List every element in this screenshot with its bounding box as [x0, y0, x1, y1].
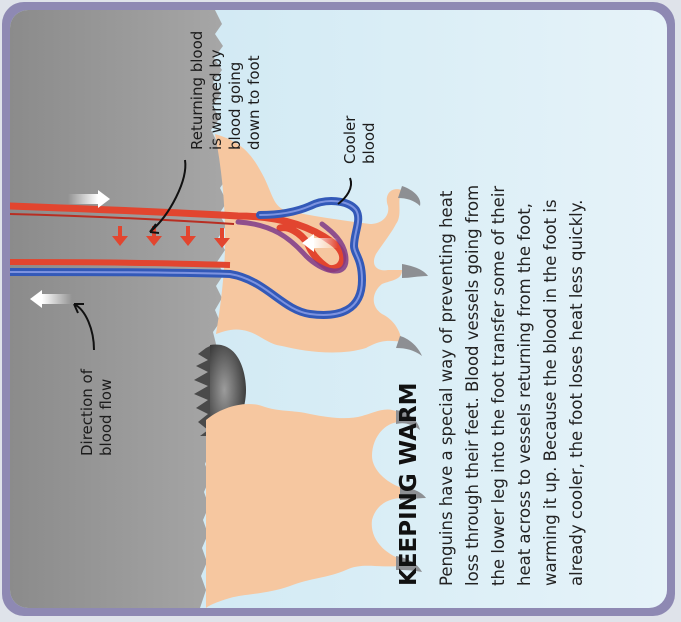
- claw-2: [402, 264, 428, 278]
- label-cooler-blood: Cooler blood: [341, 115, 378, 164]
- label-cooler-line-2: blood: [360, 122, 378, 164]
- label-direction-blood-flow: Direction of blood flow: [78, 368, 115, 456]
- claw-3: [396, 336, 422, 356]
- body-line-5: warming it up. Because the blood in the …: [541, 199, 560, 586]
- artery-outer-line: [10, 262, 230, 265]
- foot-lower: [206, 404, 402, 608]
- label-cooler-line-1: Cooler: [341, 115, 359, 164]
- label-direction-line-1: Direction of: [78, 368, 96, 456]
- body-text: Penguins have a special way of preventin…: [437, 185, 586, 586]
- body-line-4: heat across to vessels returning from th…: [515, 203, 534, 586]
- claw-1: [398, 186, 420, 206]
- label-returning-line-2: is warmed by: [207, 49, 225, 150]
- body-line-2: loss through their feet. Blood vessels g…: [463, 185, 482, 586]
- body-line-6: already cooler, the foot loses heat less…: [567, 200, 586, 586]
- label-returning-line-3: blood going: [226, 62, 244, 150]
- label-direction-line-2: blood flow: [97, 379, 115, 456]
- label-returning-line-4: down to foot: [245, 55, 263, 150]
- diagram-title: KEEPING WARM: [396, 382, 422, 586]
- title-group: KEEPING WARM: [396, 382, 422, 586]
- label-returning-blood: Returning blood is warmed by blood going…: [188, 31, 263, 150]
- penguin-foot-diagram: Returning blood is warmed by blood going…: [10, 10, 667, 608]
- diagram-panel: Returning blood is warmed by blood going…: [10, 10, 667, 608]
- label-returning-line-1: Returning blood: [188, 31, 206, 150]
- body-line-3: the lower leg into the foot transfer som…: [489, 186, 508, 586]
- diagram-frame: Returning blood is warmed by blood going…: [2, 2, 675, 616]
- body-line-1: Penguins have a special way of preventin…: [437, 190, 456, 586]
